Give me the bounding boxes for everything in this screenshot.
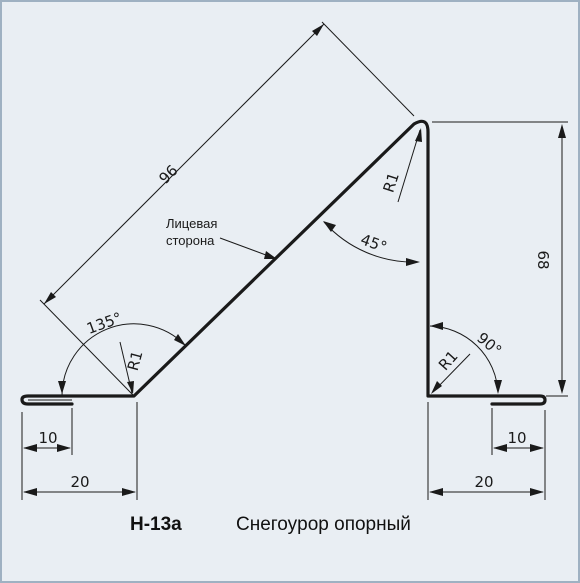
- radius-leader-bottom-left: [119, 341, 134, 394]
- dim-slope: [39, 21, 415, 397]
- dim-base-left: [21, 402, 138, 500]
- slope-length-label: 96: [155, 161, 181, 187]
- angle-arc-bottom-left: [58, 323, 186, 397]
- radius-top-label: R1: [380, 170, 403, 195]
- radius-leader-top: [397, 128, 422, 203]
- radius-bottom-right-label: R1: [435, 347, 462, 374]
- profile-code: Н-13а: [130, 514, 182, 535]
- face-label-line2: сторона: [166, 233, 215, 248]
- angle-arc-top: [323, 221, 420, 266]
- base-left-label: 20: [70, 473, 89, 491]
- radius-leader-bottom-right: [431, 353, 471, 394]
- dim-fold-left: [23, 408, 73, 455]
- angle-bottom-right-label: 90°: [473, 329, 505, 360]
- fold-right-label: 10: [507, 429, 526, 447]
- angle-arc-bottom-right: [429, 322, 502, 394]
- profile-name: Снегоуpор опорный: [236, 514, 411, 535]
- angle-bottom-left-label: 135°: [84, 309, 124, 338]
- profile-outline: [20, 119, 547, 406]
- fold-left-label: 10: [38, 429, 57, 447]
- dim-base-right: [427, 402, 546, 500]
- base-right-label: 20: [474, 473, 493, 491]
- dim-fold-right: [491, 408, 544, 455]
- dim-height: [432, 121, 568, 397]
- height-label: 68: [534, 250, 552, 269]
- face-label-line1: Лицевая: [166, 216, 217, 231]
- angle-top-label: 45°: [358, 230, 389, 256]
- face-label-leader: [219, 237, 277, 259]
- radius-bottom-left-label: R1: [124, 349, 147, 373]
